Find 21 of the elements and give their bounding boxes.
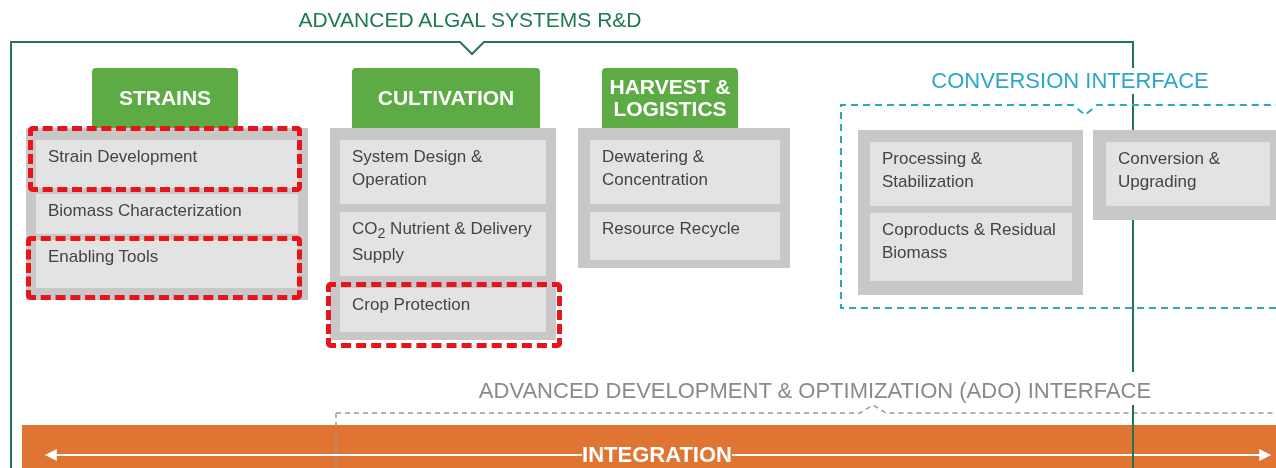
category-column [26, 68, 308, 300]
panel-box [1093, 130, 1276, 220]
category-tab: CULTIVATION [352, 68, 540, 128]
task-box: Dewatering & Concentration [590, 140, 780, 204]
task-box: Strain Development [36, 140, 298, 188]
task-box: Resource Recycle [590, 212, 780, 260]
task-box: Biomass Characterization [36, 194, 298, 234]
category-column [330, 68, 556, 340]
task-box: CO$_{2}$ Nutrient & Delivery Supply [340, 212, 546, 276]
category-tab: STRAINS [92, 68, 238, 128]
task-box: Conversion & Upgrading [1106, 142, 1270, 206]
task-box: System Design & Operation [340, 140, 546, 204]
task-box: Enabling Tools [36, 240, 298, 288]
task-box: Crop Protection [340, 288, 546, 332]
panel-box [858, 130, 1083, 295]
integration-bar [22, 425, 1276, 468]
task-box: Processing & Stabilization [870, 142, 1072, 206]
category-tab: HARVEST & LOGISTICS [602, 68, 738, 128]
frame-title: ADVANCED ALGAL SYSTEMS R&D [297, 8, 643, 32]
category-column [578, 68, 790, 268]
task-box: Coproducts & Residual Biomass [870, 213, 1072, 281]
